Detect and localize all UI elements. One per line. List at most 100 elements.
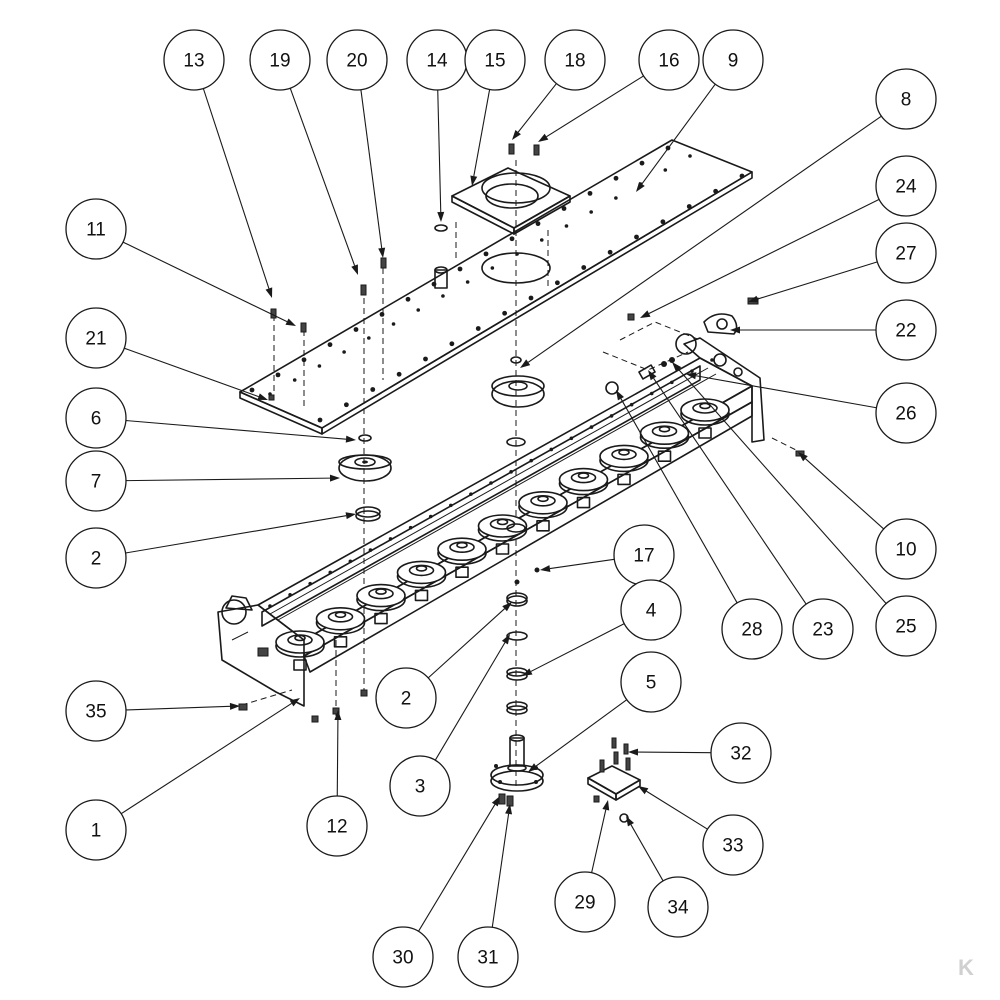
leader-line [678,369,887,604]
leader-line [437,89,442,213]
plate-bolt [639,160,645,166]
plate-bolt [528,295,534,301]
leader-lines [120,75,887,932]
leader-arrowhead [730,326,740,334]
callout-circle [875,155,937,217]
callout-number: 32 [730,744,751,765]
plate-bolt [663,168,668,172]
housing-stud [489,481,493,485]
callout-circle [544,29,606,91]
leader-arrowhead [638,786,649,795]
callout-circle [875,222,937,284]
leader-line [527,115,882,363]
callout-circle [464,29,526,91]
leader-line [648,198,880,315]
plate-bolt [535,221,541,227]
callout-circle [457,926,519,988]
callout-2: 2 [65,527,127,589]
callout-2: 2 [375,667,437,729]
plate-bolt [416,308,421,312]
callout-number: 27 [895,244,916,265]
callout-number: 3 [415,777,426,798]
callout-circle [375,667,437,729]
plate-bolt [539,238,544,242]
callout-23: 23 [792,598,854,660]
leader-arrowhead [522,668,533,676]
callout-25: 25 [875,595,937,657]
housing-stud [649,391,654,396]
plate-bolt [483,251,489,257]
callout-3: 3 [389,755,451,817]
callout-20: 20 [326,29,388,91]
housing-stud [348,559,353,564]
plate-bolt [686,204,692,209]
housing-stud [328,570,333,575]
housing-stud [288,593,292,597]
callout-circle [702,814,764,876]
callout-number: 16 [658,51,679,72]
leader-line [653,377,807,605]
callout-circle [702,29,764,91]
callout-circle [875,382,937,444]
plate-bolt [614,196,618,200]
plate-bolt [589,210,593,214]
bearing-flange-plate [451,167,571,235]
callout-circle [65,450,127,512]
housing-stud [690,369,694,373]
leader-line [360,89,383,249]
leader-line [620,398,738,604]
leader-line [695,375,877,409]
leader-arrowhead [626,816,635,827]
spur-gear-left [338,434,392,522]
housing-stud [549,447,554,452]
leader-line [202,88,270,289]
spur-gear-center [491,356,545,533]
callout-1: 1 [65,799,127,861]
cutting-disc [518,490,568,532]
callout-circle [875,595,937,657]
plate-bolt [249,387,255,393]
leader-line [289,88,356,266]
leader-arrowhead [491,796,500,807]
cutting-disc [396,560,447,602]
leader-line [125,515,347,554]
callout-circle [721,598,783,660]
callout-number: 5 [646,673,657,694]
plate-bolt [502,310,508,316]
leader-line [418,804,496,932]
plate-bolt [449,341,455,347]
callout-number: 6 [91,409,102,430]
leader-line [473,89,491,177]
cutting-disc [558,467,609,509]
leader-arrowhead [686,372,697,380]
callout-circle [65,307,127,369]
leader-line [491,813,510,928]
plate-bolt [581,265,587,270]
callout-6: 6 [65,387,127,449]
leader-arrowhead [437,211,445,222]
housing-stud [589,425,594,429]
leader-arrowhead [520,359,531,368]
plate-bolt [367,336,371,340]
plate-bolt [509,236,515,242]
housing-stud [710,358,714,362]
housing-stud [368,548,373,552]
leader-arrowhead [502,602,512,612]
leader-arrowhead [351,264,358,275]
leader-arrowhead [628,748,639,756]
plate-bolt [275,372,281,378]
housing-stud [388,537,393,541]
leader-line [546,75,644,138]
callout-14: 14 [406,29,468,91]
plate-bolt [379,311,385,317]
callout-number: 18 [564,51,585,72]
leader-arrowhead [501,634,510,645]
callout-24: 24 [875,155,937,217]
leader-arrowhead [602,800,610,811]
callout-12: 12 [306,795,368,857]
callout-28: 28 [721,598,783,660]
housing-stud [428,514,433,519]
plate-bolt [353,327,359,332]
leader-line [637,751,712,754]
callout-circle [554,871,616,933]
